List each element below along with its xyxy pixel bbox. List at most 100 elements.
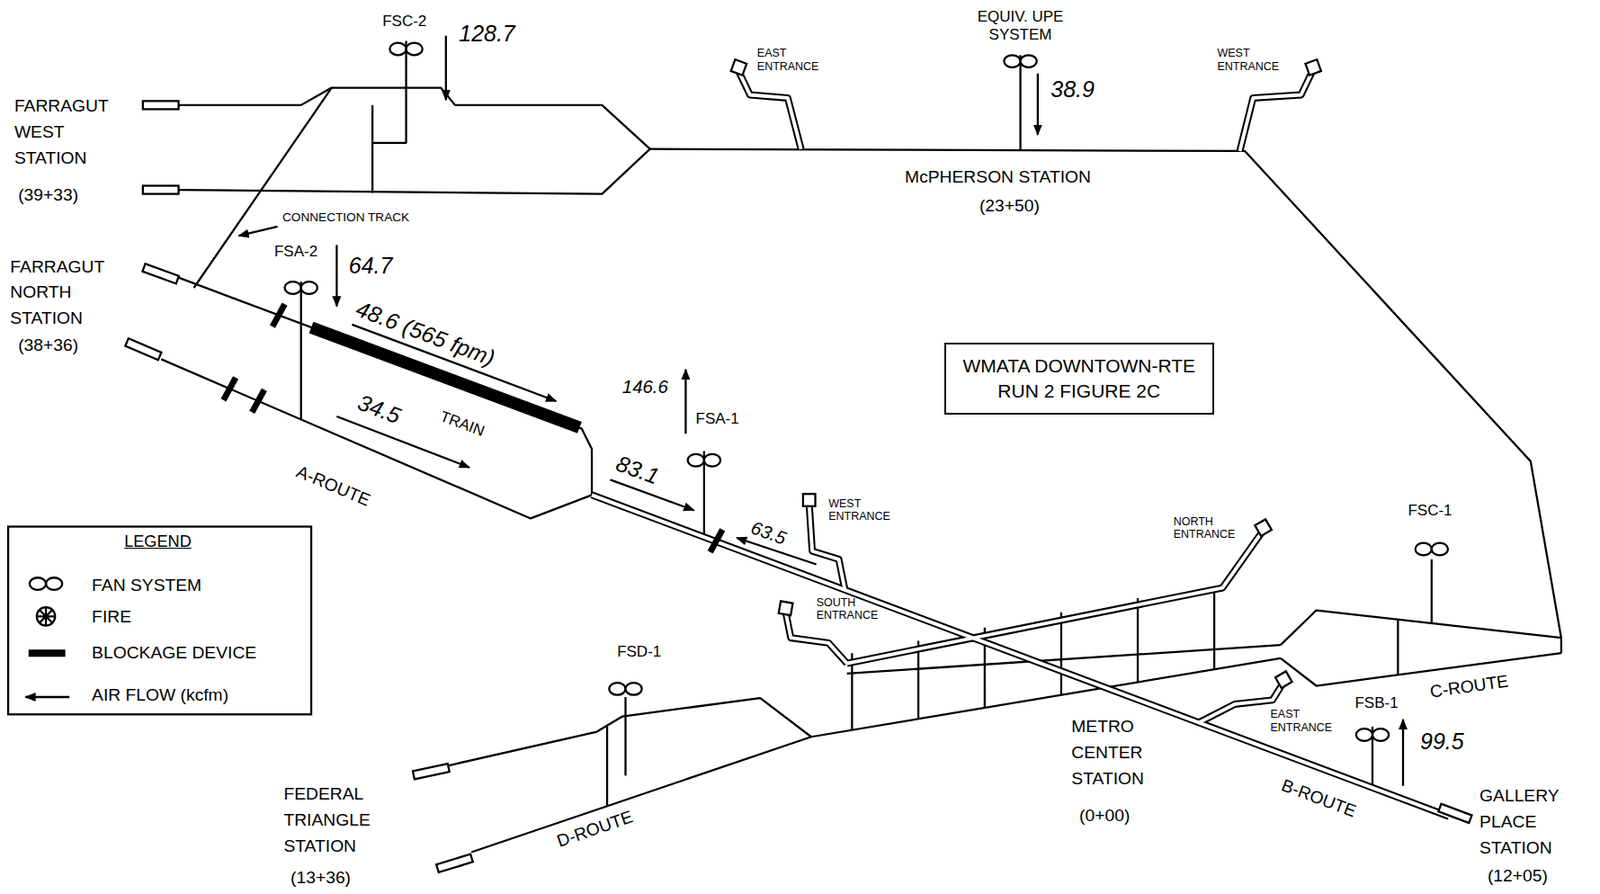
track-end	[1438, 804, 1472, 823]
entrance-passage	[1239, 71, 1313, 152]
legend-arrow	[25, 696, 70, 698]
fan-symbol	[608, 682, 642, 696]
entrance-passage	[1198, 683, 1283, 723]
legend-text: AIR FLOW (kcfm)	[91, 684, 229, 706]
legend-fire	[36, 607, 55, 626]
blockage-device	[251, 389, 265, 412]
airflow-arrows	[238, 35, 1404, 787]
fan-symbol	[1356, 728, 1389, 742]
fan-systems	[285, 43, 1449, 742]
entrance-label: EAST ENTRANCE	[1270, 707, 1348, 734]
airflow-arrow	[445, 35, 447, 100]
fan-symbol	[389, 43, 422, 56]
blockage-device	[710, 529, 724, 553]
airflow-arrow	[1402, 719, 1404, 787]
fan-label: FSA-2	[272, 242, 320, 261]
entrance-passage	[847, 531, 1263, 663]
airflow-value: 83.1	[610, 449, 665, 492]
track	[178, 88, 651, 150]
station-number: (39+33)	[16, 184, 81, 206]
track-end	[142, 263, 179, 284]
fan-label: FSB-1	[1352, 694, 1400, 713]
track-end	[412, 763, 450, 779]
track-end	[143, 186, 179, 195]
legend-text: FIRE	[91, 606, 132, 627]
fan-shaft	[1430, 559, 1433, 624]
track	[1280, 652, 1562, 686]
fan-label: EQUIV. UPE SYSTEM	[958, 8, 1082, 45]
airflow-arrow	[684, 369, 687, 434]
entrance-passage	[847, 531, 1263, 663]
fan-shaft	[1018, 54, 1021, 151]
track-ends	[125, 59, 1472, 873]
crossover	[606, 726, 608, 807]
track	[650, 149, 1562, 654]
entrance-label: EAST ENTRANCE	[757, 46, 834, 73]
entrance-end	[1275, 670, 1293, 689]
station-label: FARRAGUT WEST STATION	[14, 93, 129, 172]
entrance-label: WEST ENTRANCE	[828, 497, 905, 524]
route-label: D-ROUTE	[553, 804, 638, 852]
fan-symbol	[688, 454, 721, 467]
fan-label: FSC-2	[380, 12, 429, 31]
track-lines	[160, 40, 1562, 852]
crossover	[1396, 620, 1399, 675]
entrance-end	[778, 600, 794, 616]
b-route-track	[591, 494, 1449, 816]
legend-blockage	[28, 649, 66, 657]
entrance-passage	[1198, 683, 1283, 723]
fan-symbol	[285, 281, 318, 295]
airflow-value: 48.6 (565 fpm)	[350, 294, 501, 374]
station-label: GALLERY PLACE STATION	[1479, 783, 1577, 862]
fan-label: FSD-1	[615, 643, 663, 662]
title-box: WMATA DOWNTOWN-RTE RUN 2 FIGURE 2C	[944, 342, 1215, 416]
entrance-label: SOUTH ENTRANCE	[816, 596, 894, 623]
airflow-value: 146.6	[620, 375, 671, 399]
station-number: (13+36)	[288, 867, 353, 888]
track	[1280, 610, 1562, 646]
leader-arrow	[238, 226, 278, 236]
fan-symbol	[1003, 54, 1037, 68]
track-end	[143, 100, 179, 109]
station-label: FEDERAL TRIANGLE STATION	[283, 781, 396, 860]
entrance-end	[803, 493, 816, 507]
station-label: McPHERSON STATION	[902, 166, 1093, 188]
track-end	[436, 854, 474, 873]
legend-text: BLOCKAGE DEVICE	[91, 642, 257, 663]
entrance-passage	[738, 71, 801, 149]
double-line-inner	[591, 71, 1449, 816]
legend-heading: LEGEND	[122, 532, 194, 553]
fan-label: FSA-1	[694, 410, 742, 429]
entrance-label: WEST ENTRANCE	[1217, 46, 1295, 73]
entrance-label: NORTH ENTRANCE	[1173, 515, 1251, 542]
title-text: WMATA DOWNTOWN-RTE RUN 2 FIGURE 2C	[958, 353, 1200, 405]
track	[178, 149, 651, 195]
crossover	[371, 105, 374, 194]
station-label: FARRAGUT NORTH STATION	[9, 254, 131, 333]
route-label: C-ROUTE	[1427, 670, 1512, 703]
airflow-arrow	[335, 244, 338, 306]
fan-symbol	[1415, 543, 1449, 556]
legend-frame	[8, 527, 312, 716]
connection-track	[194, 88, 332, 288]
entrance-end	[1305, 59, 1321, 75]
track-end	[125, 338, 161, 360]
station-number: (38+36)	[16, 334, 81, 356]
airflow-value: 99.5	[1418, 728, 1466, 756]
route-label: A-ROUTE	[291, 459, 376, 511]
fan-shaft	[300, 281, 303, 420]
entrance-passage	[1239, 71, 1313, 152]
entrance-end	[1254, 518, 1272, 537]
station-label: METRO CENTER STATION	[1071, 714, 1173, 793]
entrance-end	[731, 59, 747, 75]
fan-shaft	[372, 40, 406, 143]
track	[178, 277, 592, 496]
blockage-device	[223, 377, 236, 401]
airflow-value: 38.9	[1048, 76, 1097, 104]
airflow-value: 128.7	[456, 20, 517, 48]
double-line-outer	[591, 71, 1449, 816]
blockage-device	[272, 303, 286, 327]
airflow-value: 64.7	[347, 252, 395, 280]
track	[160, 358, 592, 519]
